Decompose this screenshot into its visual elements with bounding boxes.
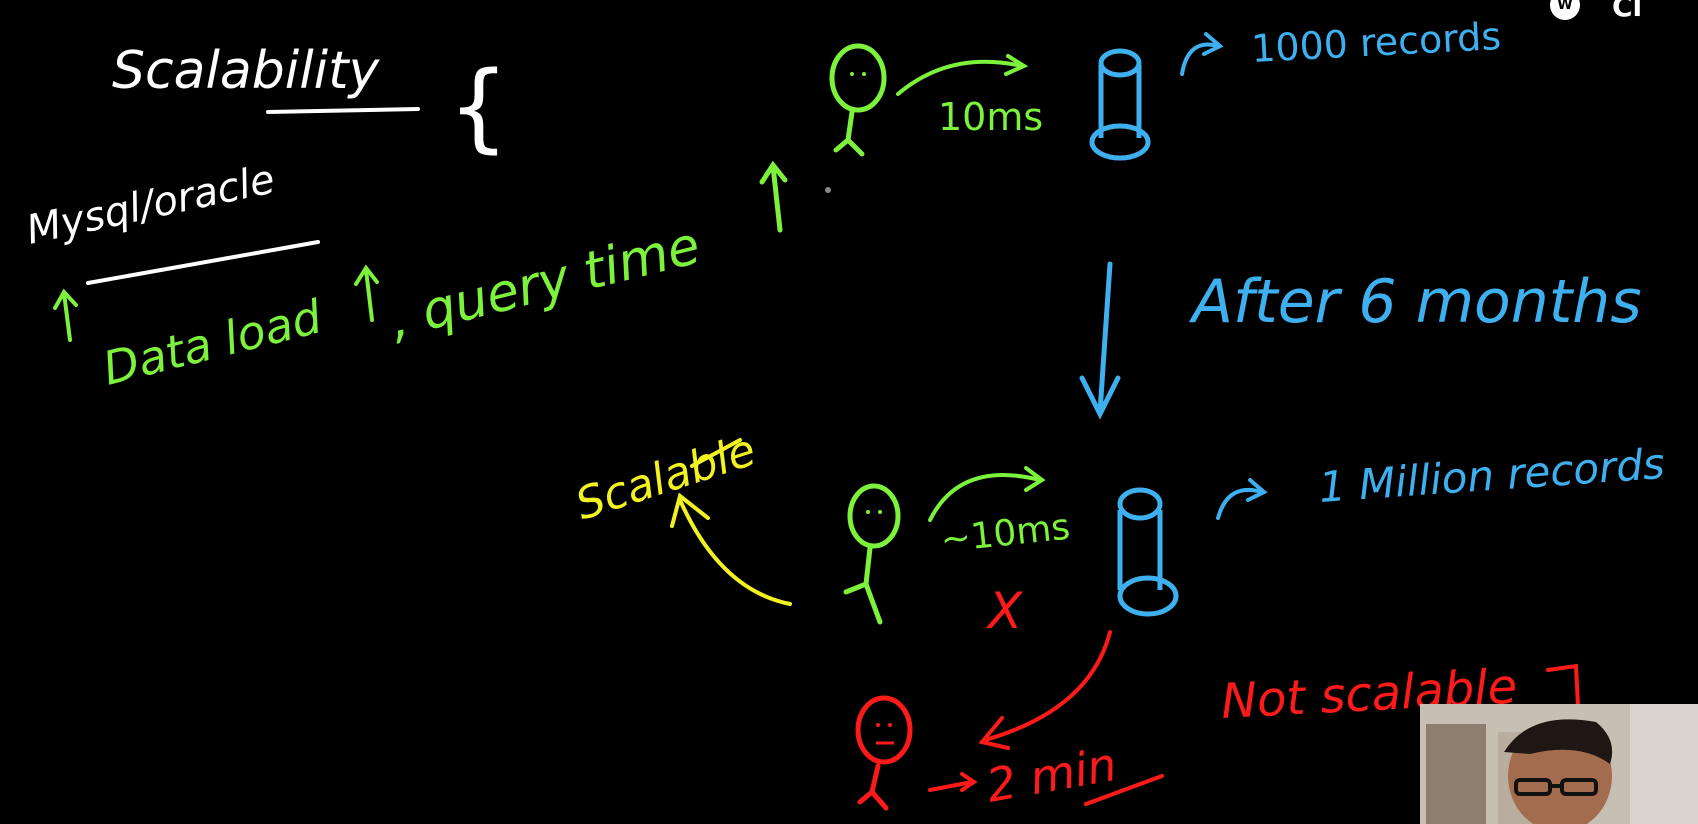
user-figure-top — [829, 43, 887, 157]
channel-logo-icon: W — [1550, 0, 1580, 20]
request-arrow-middle — [928, 466, 1046, 522]
query-time-label: , query time — [384, 216, 706, 351]
scalable-arrow — [670, 492, 792, 606]
title-underline — [266, 107, 420, 114]
latency-fast-label: 10ms — [938, 95, 1043, 139]
records-pointer-top — [1180, 32, 1224, 76]
latency-same-label: ~10ms — [939, 507, 1072, 561]
records-small-label: 1000 records — [1250, 14, 1502, 71]
slow-response-arrow — [978, 630, 1112, 750]
records-pointer-middle — [1216, 478, 1268, 520]
scalable-label: Scalable — [570, 425, 762, 531]
time-arrow-down — [1079, 261, 1121, 420]
wait-arrow-bottom — [928, 772, 978, 792]
request-arrow-top — [896, 54, 1029, 96]
brace-mark: { — [448, 51, 509, 163]
user-figure-middle — [843, 483, 901, 625]
data-load-label: Data load — [98, 289, 328, 395]
latency-slow-underline — [1084, 774, 1164, 806]
presenter-webcam — [1420, 704, 1698, 824]
up-arrow-green-left — [53, 288, 78, 342]
scalable-underline — [690, 438, 742, 468]
title-scalability: Scalability — [112, 41, 381, 101]
db-examples-underline — [86, 240, 320, 285]
not-scalable-bracket — [1546, 663, 1580, 708]
user-figure-bottom — [855, 695, 913, 811]
pen-cursor-dot — [825, 187, 831, 193]
db-examples-label: Mysql/oracle — [23, 156, 279, 253]
after-time-label: After 6 months — [1188, 267, 1642, 337]
database-icon-top — [1089, 48, 1151, 161]
database-icon-middle — [1117, 487, 1179, 617]
channel-logo-text: Cl — [1612, 0, 1643, 23]
cross-mark: X — [985, 582, 1024, 640]
up-arrow-green-query-time — [759, 160, 788, 233]
up-arrow-green-data-load — [354, 264, 379, 322]
records-large-label: 1 Million records — [1317, 439, 1666, 512]
